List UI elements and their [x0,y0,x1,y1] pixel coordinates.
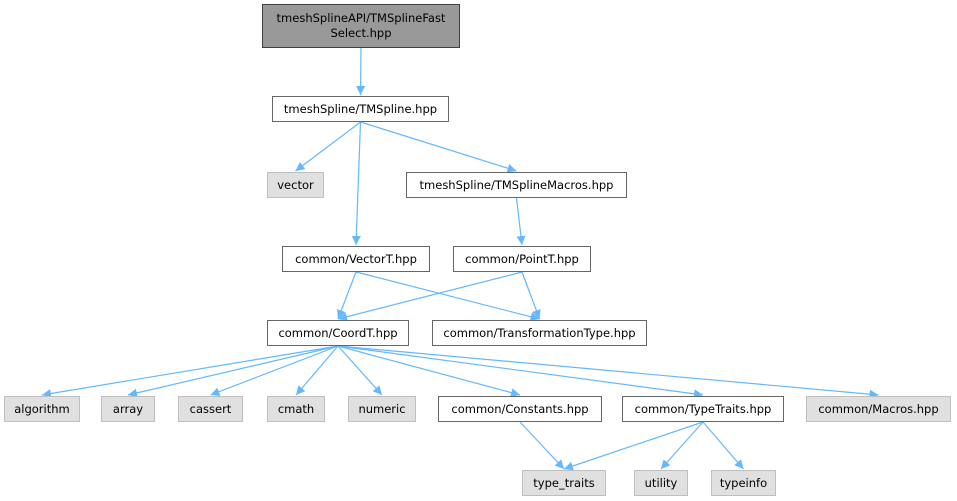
node-utility: utility [634,470,688,496]
edge-coordt-to-cmath [295,345,339,396]
edge-root-to-tmspline [356,47,366,96]
edge-tmspline-to-vectort [351,121,362,246]
edge-coordt-to-numeric [337,345,383,396]
node-type-traits: type_traits [522,470,606,496]
edge-pointt-to-transformation [521,271,541,320]
node-tmspline-hpp[interactable]: tmeshSpline/TMSpline.hpp [272,96,449,122]
node-typetraits-hpp[interactable]: common/TypeTraits.hpp [622,396,784,422]
node-root-tmsplinefastselect[interactable]: tmeshSplineAPI/TMSplineFast Select.hpp [262,4,460,48]
node-array: array [101,396,155,422]
edge-tmspline-to-macros_hpp [360,121,517,173]
node-vectort-hpp[interactable]: common/VectorT.hpp [282,246,430,272]
edge-vectort-to-coordt [337,271,357,320]
edge-typetraits-to-type_traits [563,421,704,471]
node-numeric: numeric [348,396,416,422]
edge-coordt-to-algorithm [41,345,339,398]
edge-tmspline-to-vector [295,121,361,172]
node-tmsplinemacros-hpp[interactable]: tmeshSpline/TMSplineMacros.hpp [406,172,627,198]
node-pointt-hpp[interactable]: common/PointT.hpp [453,246,591,272]
node-typeinfo: typeinfo [711,470,776,496]
node-vector: vector [267,172,324,198]
edge-coordt-to-typetraits [337,345,704,399]
edge-coordt-to-constants [337,345,521,398]
edge-coordt-to-cassert [210,345,339,396]
node-algorithm: algorithm [4,396,80,422]
node-cassert: cassert [178,396,243,422]
edge-coordt-to-common_macros [337,345,879,399]
edge-typetraits-to-typeinfo [702,421,744,470]
node-constants-hpp[interactable]: common/Constants.hpp [438,396,602,422]
edge-pointt-to-coordt [337,271,523,322]
node-transformationtype-hpp[interactable]: common/TransformationType.hpp [432,320,647,346]
edge-vectort-to-transformation [355,271,540,322]
edge-coordt-to-array [127,345,339,398]
node-common-macros-hpp: common/Macros.hpp [806,396,951,422]
node-cmath: cmath [267,396,325,422]
node-coordt-hpp[interactable]: common/CoordT.hpp [267,320,409,346]
edge-macros_hpp-to-pointt [515,197,526,246]
edge-constants-to-type_traits [519,421,565,470]
edge-typetraits-to-utility [660,421,704,470]
